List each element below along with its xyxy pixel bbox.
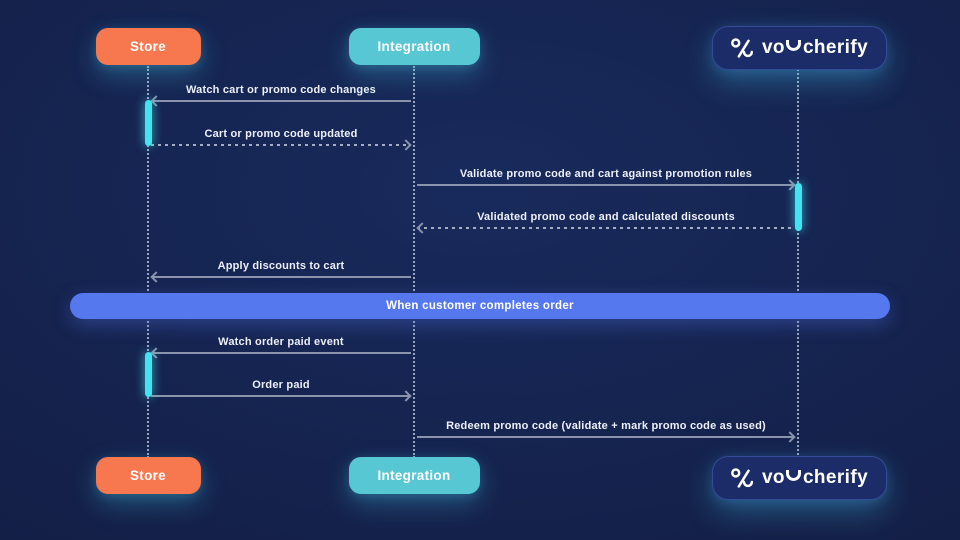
message-label: Order paid (252, 379, 310, 391)
message-label: Validated promo code and calculated disc… (477, 211, 735, 223)
actor-label: Integration (377, 39, 451, 54)
arrowhead-right-icon (400, 390, 412, 402)
arrowhead-left-icon (150, 347, 162, 359)
arrowhead-right-icon (400, 139, 412, 151)
actor-integration-bottom: Integration (348, 457, 480, 494)
arrowhead-right-icon (784, 179, 796, 191)
voucherify-percent-icon (731, 37, 753, 58)
arrowhead-right-icon (784, 431, 796, 443)
message-label: Apply discounts to cart (217, 260, 345, 272)
lifeline-voucherify (797, 66, 799, 458)
arrowhead-left-icon (416, 222, 428, 234)
message-label: Watch order paid event (218, 336, 344, 348)
message-line-dashed (151, 144, 411, 146)
logo-custom-u-glyph (786, 470, 802, 481)
voucherify-percent-icon (731, 467, 753, 488)
logo-text-cherify: cherify (802, 37, 869, 58)
logo-text-cherify: cherify (802, 467, 869, 488)
activation-bar-store (144, 352, 152, 397)
logo-custom-u-glyph (786, 40, 802, 51)
voucherify-logo-text: vo cherify (762, 467, 868, 489)
logo-text-vo: vo (761, 467, 785, 488)
arrowhead-left-icon (150, 271, 162, 283)
message-line-solid (151, 352, 411, 354)
message-label: Cart or promo code updated (204, 128, 358, 140)
condition-banner-label: When customer completes order (386, 300, 574, 312)
actor-store-bottom: Store (95, 457, 201, 494)
voucherify-logo-text: vo cherify (762, 37, 868, 59)
message-label: Watch cart or promo code changes (186, 84, 376, 96)
message-line-solid (151, 276, 411, 278)
actor-label: Integration (377, 468, 451, 483)
message-label: Redeem promo code (validate + mark promo… (446, 420, 766, 432)
logo-text-vo: vo (761, 37, 785, 58)
activation-bar-voucherify (794, 183, 802, 231)
actor-voucherify-bottom: vo cherify (711, 456, 887, 500)
actor-voucherify-top: vo cherify (711, 26, 887, 70)
message-line-solid (417, 184, 795, 186)
actor-integration-top: Integration (348, 28, 480, 65)
condition-banner: When customer completes order (70, 293, 890, 319)
message-line-solid (417, 436, 795, 438)
message-label: Validate promo code and cart against pro… (459, 168, 753, 180)
activation-bar-store (144, 100, 152, 146)
actor-label: Store (129, 39, 166, 54)
message-line-solid (151, 395, 411, 397)
voucherify-logo: vo cherify (730, 37, 868, 60)
voucherify-logo: vo cherify (730, 467, 868, 490)
message-line-solid (151, 100, 411, 102)
lifeline-integration (413, 66, 415, 458)
actor-label: Store (129, 468, 166, 483)
message-line-dashed (417, 227, 795, 229)
arrowhead-left-icon (150, 95, 162, 107)
lifeline-store (147, 66, 149, 458)
actor-store-top: Store (95, 28, 201, 65)
